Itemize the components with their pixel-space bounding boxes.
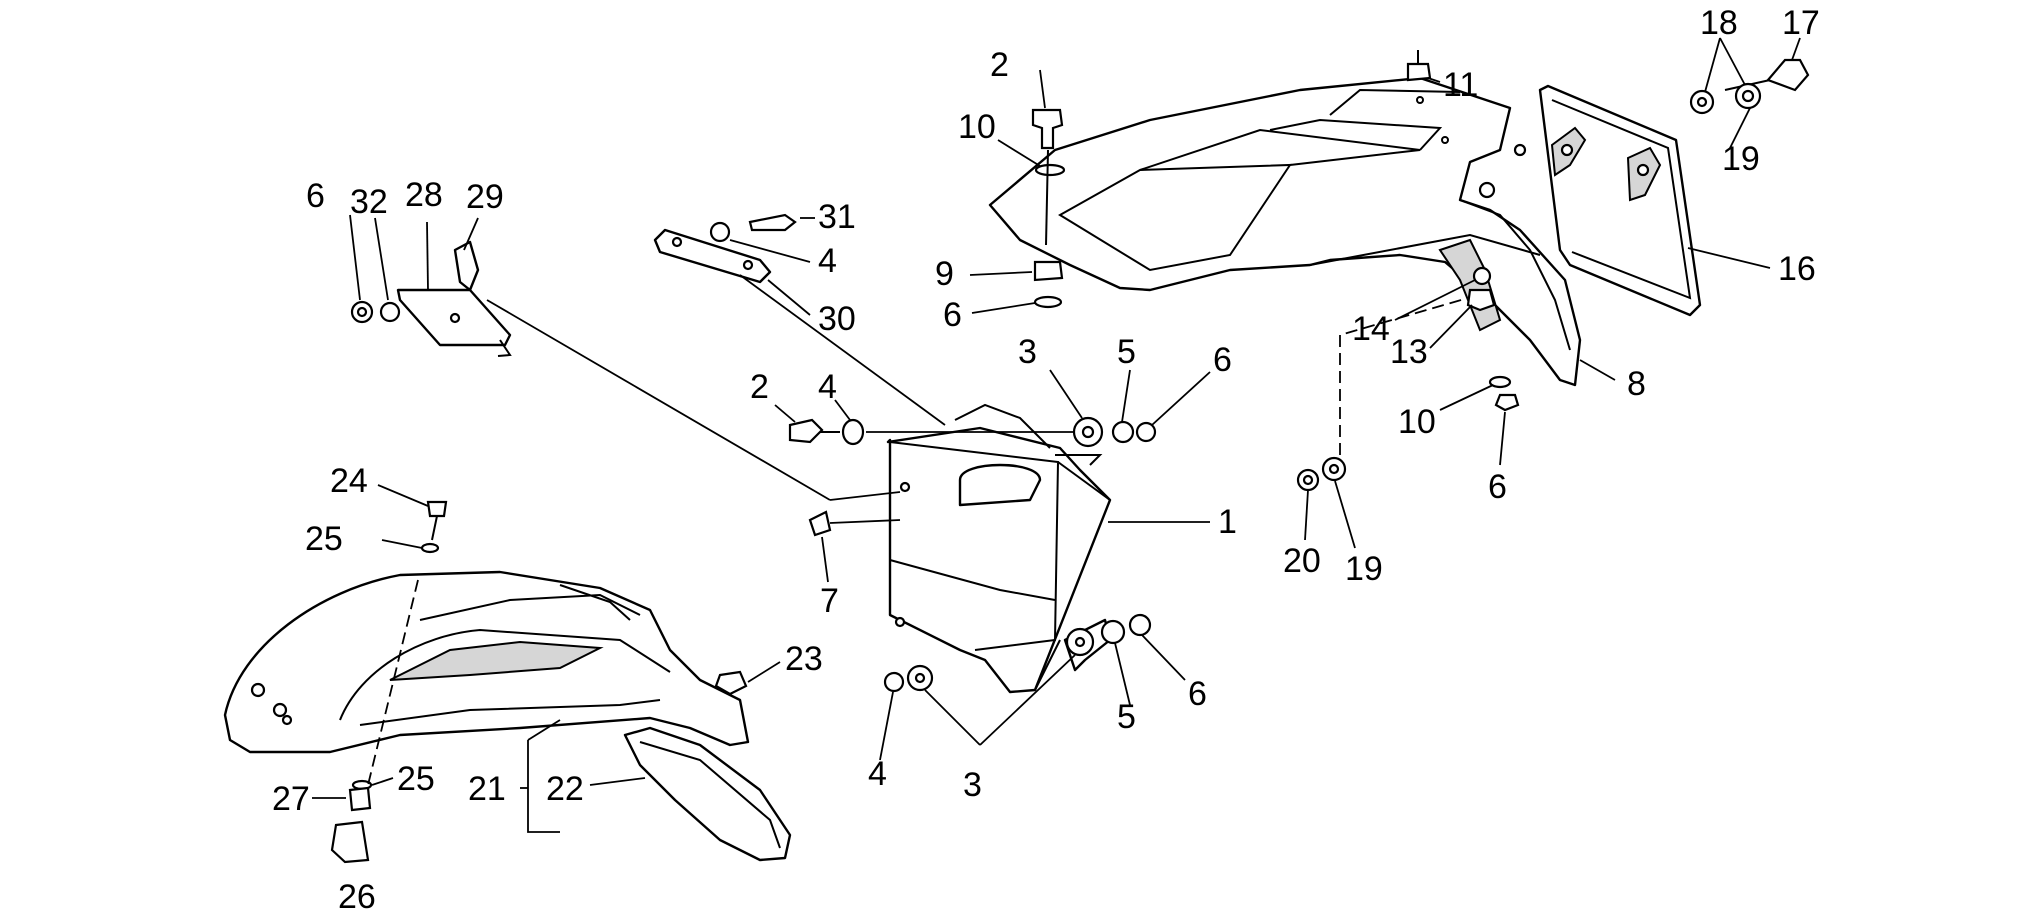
- callout-25-bottom: 25: [397, 760, 435, 798]
- part-22-mudguard-reflector: [623, 726, 792, 862]
- callout-10-top: 10: [958, 108, 996, 146]
- callout-30: 30: [818, 300, 856, 338]
- callout-3-top: 3: [1018, 333, 1037, 371]
- part-8-rear-undertray: [988, 76, 1582, 387]
- callout-19-top: 19: [1722, 140, 1760, 178]
- callout-11: 11: [1443, 66, 1478, 104]
- callout-10-right: 10: [1398, 403, 1436, 441]
- callout-4-top: 4: [818, 242, 837, 280]
- callout-13: 13: [1390, 333, 1428, 371]
- callout-4-bottom: 4: [868, 755, 887, 793]
- callout-6-bottom: 6: [1188, 675, 1207, 713]
- callout-3-bottom: 3: [963, 766, 982, 804]
- callout-7: 7: [820, 582, 839, 620]
- callout-22: 22: [546, 770, 584, 808]
- part-30-strap-plate: [653, 228, 772, 284]
- callout-18: 18: [1700, 4, 1738, 42]
- part-1-rear-box: [886, 403, 1112, 694]
- part-29-clip: [453, 240, 480, 292]
- callout-5-bottom: 5: [1117, 698, 1136, 736]
- callout-6-under-panel: 6: [943, 296, 962, 334]
- callout-29: 29: [466, 178, 504, 216]
- callout-6-left: 6: [306, 177, 325, 215]
- callout-14: 14: [1352, 310, 1390, 348]
- callout-17: 17: [1782, 4, 1820, 42]
- callout-24: 24: [330, 462, 368, 500]
- part-16-license-plate-holder: [1538, 84, 1702, 317]
- callout-25-top: 25: [305, 520, 343, 558]
- part-28-bracket: [396, 288, 512, 357]
- callout-9: 9: [935, 255, 954, 293]
- callout-21: 21: [468, 770, 506, 808]
- callout-2-top: 2: [990, 46, 1009, 84]
- callout-28: 28: [405, 176, 443, 214]
- callout-16: 16: [1778, 250, 1816, 288]
- hardware-group: [330, 50, 1810, 864]
- callout-labels: 1 2 2 3 3 4 4 4 5 5 6 6 6 6 6 7 8 9 10 1…: [272, 4, 1820, 912]
- callout-32: 32: [350, 183, 388, 221]
- callout-31: 31: [818, 198, 856, 236]
- callout-27: 27: [272, 780, 310, 818]
- callout-1: 1: [1218, 503, 1237, 541]
- leader-lines: [312, 37, 1801, 833]
- callout-5-top: 5: [1117, 333, 1136, 371]
- part-21-mudguard-assembly: [223, 570, 750, 754]
- callout-19-lower: 19: [1345, 550, 1383, 588]
- callout-20: 20: [1283, 542, 1321, 580]
- callout-6-top-right: 6: [1213, 341, 1232, 379]
- callout-6-right: 6: [1488, 468, 1507, 506]
- callout-23: 23: [785, 640, 823, 678]
- callout-8: 8: [1627, 365, 1646, 403]
- callout-26: 26: [338, 878, 376, 912]
- callout-2-middle: 2: [750, 368, 769, 406]
- callout-4-middle: 4: [818, 368, 837, 406]
